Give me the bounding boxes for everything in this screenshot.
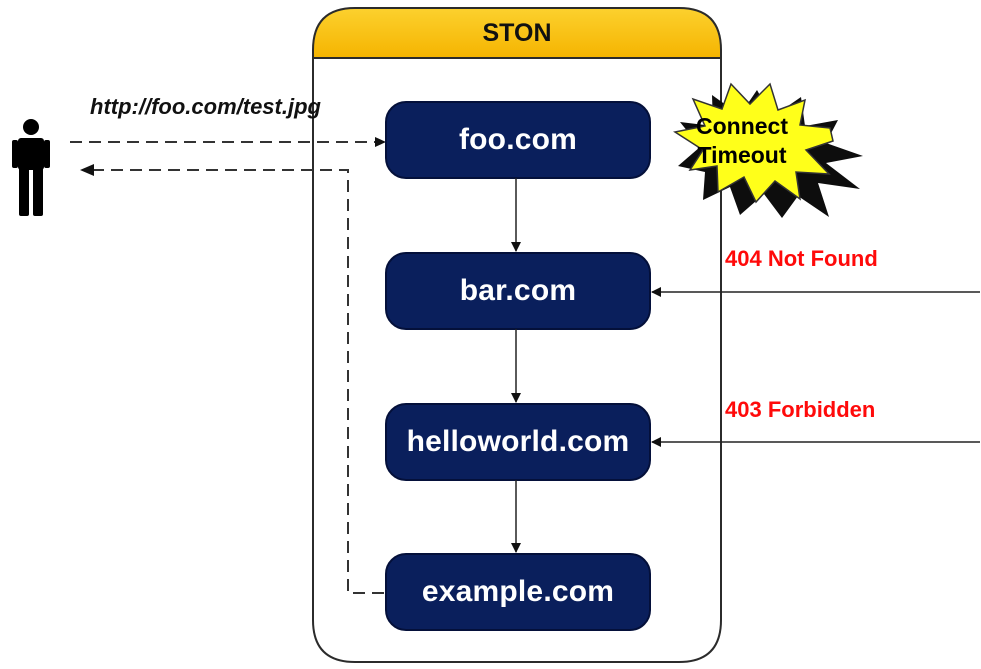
origin-node-bar-box	[385, 252, 651, 330]
person-icon	[12, 119, 50, 216]
response-path	[92, 169, 384, 594]
ston-container	[312, 7, 722, 663]
connect-timeout-burst-icon	[673, 82, 863, 218]
origin-node-example-box	[385, 553, 651, 631]
request-arrowhead	[375, 137, 386, 147]
ston-container-body	[312, 57, 722, 663]
origin-node-example[interactable]: example.com	[421, 575, 615, 608]
response-arrowhead	[80, 164, 94, 176]
burst-star	[673, 82, 834, 204]
origin-node-foo[interactable]: foo.com	[458, 123, 578, 156]
origin-node-bar[interactable]: bar.com	[459, 274, 577, 307]
origin-node-helloworld[interactable]: helloworld.com	[406, 425, 630, 458]
origin-node-helloworld-box	[385, 403, 651, 481]
origin-node-foo-box	[385, 101, 651, 179]
ston-container-header	[312, 7, 722, 59]
